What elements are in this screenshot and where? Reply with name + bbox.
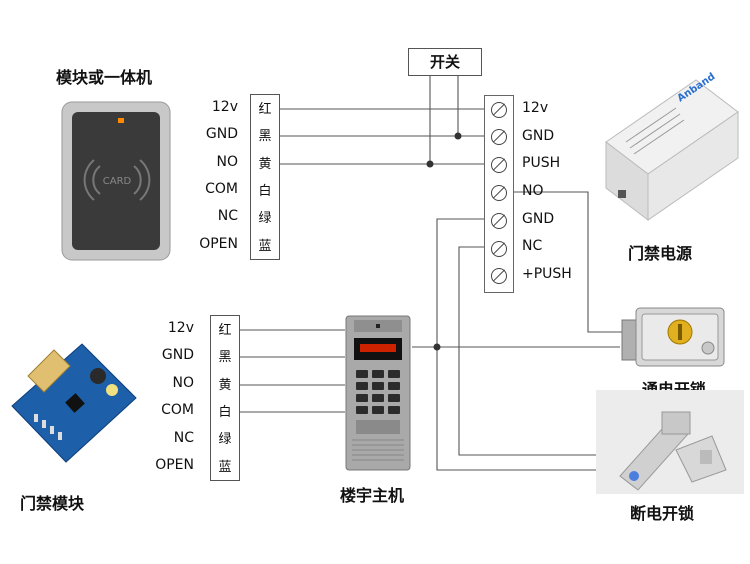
card-text: CARD xyxy=(103,176,132,187)
reader-label-gnd: GND xyxy=(205,126,238,142)
reader-color-red: 红 xyxy=(258,102,272,117)
lock-off-title: 断电开锁 xyxy=(630,504,695,523)
intercom-unit-image xyxy=(345,315,411,471)
reader-title: 模块或一体机 xyxy=(56,68,153,87)
reader-color-yellow: 黄 xyxy=(258,157,272,172)
electric-lock-image xyxy=(621,307,725,367)
reader-label-12v: 12v xyxy=(211,99,238,115)
intercom-title: 楼宇主机 xyxy=(340,486,405,505)
power-terminal-plus-push: +PUSH xyxy=(522,266,572,282)
card-reader-image: CARD xyxy=(61,101,171,261)
power-supply-image: Anband xyxy=(605,72,739,222)
module-label-gnd: GND xyxy=(161,347,194,363)
magnetic-lock-image xyxy=(596,390,744,494)
reader-color-white: 白 xyxy=(258,184,272,199)
power-terminal-gnd-2: GND xyxy=(522,211,555,227)
power-title: 门禁电源 xyxy=(628,244,693,263)
power-terminal-nc: NC xyxy=(522,238,543,254)
power-terminal-12v: 12v xyxy=(522,100,549,116)
module-color-red: 红 xyxy=(218,323,232,338)
module-label-open: OPEN xyxy=(155,457,194,473)
access-module-image xyxy=(11,343,137,463)
module-label-com: COM xyxy=(161,402,194,418)
reader-label-com: COM xyxy=(205,181,238,197)
screw-icon xyxy=(491,268,507,284)
screw-icon xyxy=(491,185,507,201)
junction-dot xyxy=(433,343,441,351)
junction-dot xyxy=(454,132,462,140)
reader-color-black: 黑 xyxy=(258,129,272,144)
module-color-white: 白 xyxy=(218,405,232,420)
module-title: 门禁模块 xyxy=(20,494,85,513)
screw-icon xyxy=(491,129,507,145)
screw-icon xyxy=(491,241,507,257)
module-color-yellow: 黄 xyxy=(218,378,232,393)
power-terminal-push: PUSH xyxy=(522,155,561,171)
module-label-12v: 12v xyxy=(167,320,194,336)
screw-icon xyxy=(491,102,507,118)
reader-label-nc: NC xyxy=(217,208,238,224)
reader-color-blue: 蓝 xyxy=(258,239,272,254)
module-color-green: 绿 xyxy=(218,432,232,447)
power-terminal-gnd: GND xyxy=(522,128,555,144)
screw-icon xyxy=(491,213,507,229)
power-terminal-block xyxy=(484,95,514,293)
module-color-blue: 蓝 xyxy=(218,460,232,475)
reader-color-box: 红 黑 黄 白 绿 蓝 xyxy=(250,94,280,260)
module-color-black: 黑 xyxy=(218,350,232,365)
reader-color-green: 绿 xyxy=(258,211,272,226)
module-color-box: 红 黑 黄 白 绿 蓝 xyxy=(210,315,240,481)
module-label-no: NO xyxy=(172,375,195,391)
module-label-nc: NC xyxy=(173,430,194,446)
reader-label-no: NO xyxy=(216,154,239,170)
junction-dot xyxy=(426,160,434,168)
power-terminal-no: NO xyxy=(522,183,544,199)
screw-icon xyxy=(491,157,507,173)
reader-label-open: OPEN xyxy=(199,236,238,252)
switch-box: 开关 xyxy=(408,48,482,76)
